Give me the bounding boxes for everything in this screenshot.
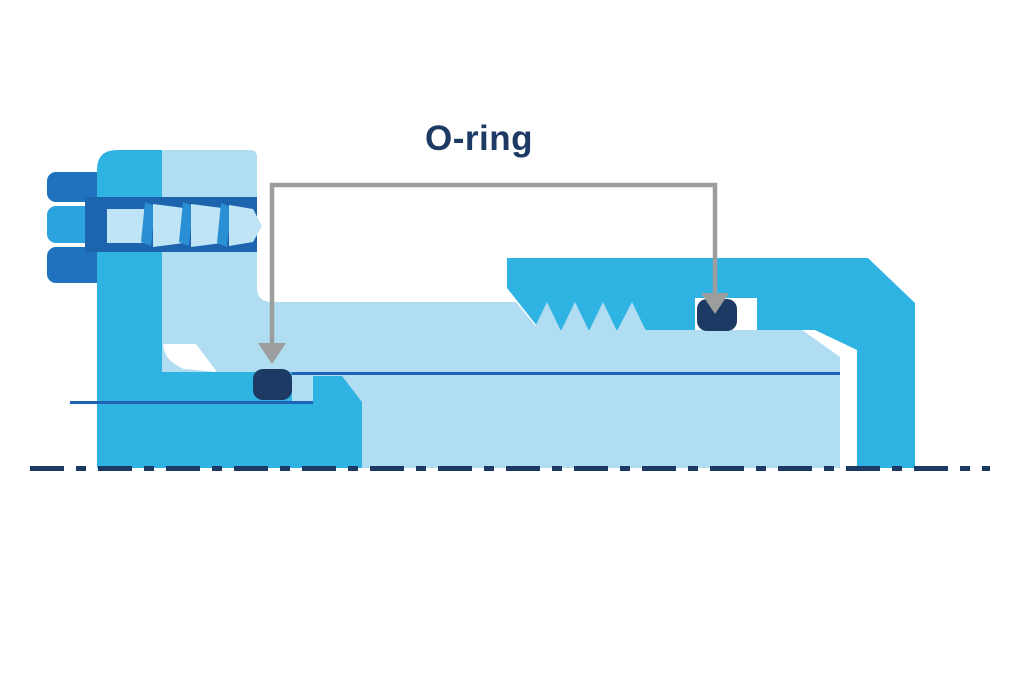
hex-nut-flat-bottom	[47, 247, 104, 283]
right-nut-block	[507, 258, 915, 468]
barb-shade-stripe	[179, 202, 193, 246]
arrowhead-right-icon	[701, 293, 729, 314]
arrowhead-left-icon	[258, 343, 286, 364]
thread-tooth	[533, 302, 561, 331]
barb-segment	[153, 204, 184, 247]
barb-tip-segment	[229, 205, 262, 246]
thread-tooth	[617, 302, 646, 331]
barb-shade-stripe	[141, 202, 155, 246]
leader-bracket	[269, 182, 718, 346]
barb-shade-stripe	[217, 203, 231, 247]
seat-relief-notch	[163, 344, 217, 372]
retaining-step	[292, 376, 362, 468]
thread-tooth	[561, 302, 589, 331]
barb-segment	[191, 204, 222, 247]
oring-cross-section-left	[253, 369, 292, 400]
oring-cross-section-right	[697, 299, 737, 331]
bore-passage-segment	[107, 209, 146, 243]
hex-nut-flat-top	[47, 172, 104, 202]
diagram-title: O-ring	[425, 119, 533, 158]
thread-tooth	[589, 302, 617, 331]
